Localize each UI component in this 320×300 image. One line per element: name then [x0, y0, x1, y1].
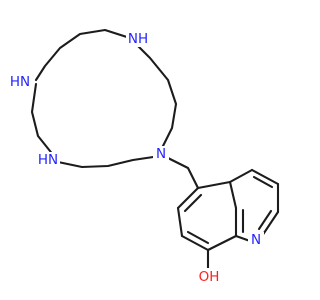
bond-c4a-c4 [228, 168, 254, 184]
atom-n-bottom-symbol: N [48, 152, 58, 168]
atom-n-quinoline-symbol: N [251, 232, 261, 248]
svg-text:HN: HN [38, 152, 58, 168]
atom-n-left: HN [8, 74, 32, 91]
bond-c2-n1 [260, 210, 280, 238]
svg-text:HN: HN [10, 74, 30, 90]
svg-text:OH: OH [199, 269, 220, 285]
atom-n-left-symbol: N [20, 74, 30, 90]
atom-o-h: H [209, 269, 219, 285]
bond-chain-top [34, 28, 132, 82]
atom-n-tertiary: N [153, 146, 169, 163]
atom-n-bottom-h: H [38, 152, 48, 168]
atom-o-symbol: O [199, 269, 210, 285]
bond-c6-c7 [176, 206, 184, 238]
bond-chain-bottom [56, 154, 162, 169]
bond-c4-c3 [250, 168, 280, 186]
atom-n-left-h: H [10, 74, 20, 90]
bond-linker [162, 154, 200, 190]
bond-c8-c8a [206, 234, 238, 252]
quinoline-bonds [176, 168, 280, 272]
svg-text:NH: NH [128, 31, 148, 47]
bond-chain-right [134, 42, 178, 154]
bond-double-c4-c3 [252, 175, 274, 189]
atom-n-top: NH [126, 30, 150, 47]
bond-chain-left [30, 82, 56, 158]
atom-n-tertiary-symbol: N [156, 146, 166, 162]
bond-double-c5-c6 [183, 193, 203, 213]
atom-n-top-symbol: N [128, 31, 138, 47]
bond-c5-c4a [196, 180, 232, 190]
atom-labels: NH HN HN N N OH [8, 30, 264, 285]
atom-n-bottom: HN [36, 152, 60, 169]
linker-bonds [162, 154, 200, 190]
bond-n1-c8a [234, 234, 252, 243]
bond-c5-c6 [176, 186, 200, 210]
molecule-structure: NH HN HN N N OH [8, 28, 280, 285]
bond-double-c7-c8 [186, 230, 210, 245]
atom-n-top-h: H [138, 31, 148, 47]
bond-c4a-c5b [228, 180, 238, 210]
atom-n-quinoline: N [248, 232, 264, 249]
macrocycle-bonds [30, 28, 178, 169]
bond-double-c2-n1 [257, 209, 273, 231]
atom-o-hydroxyl: OH [197, 268, 221, 285]
bond-c7-c8 [180, 234, 210, 252]
